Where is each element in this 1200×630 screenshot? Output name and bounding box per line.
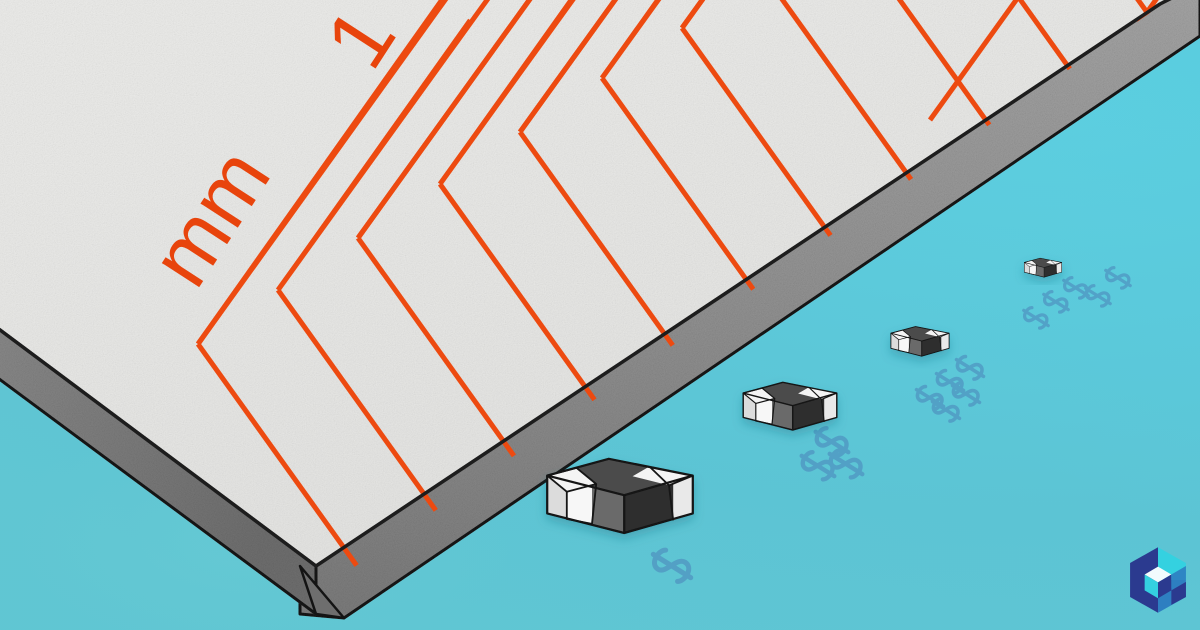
chip-component-layer bbox=[546, 257, 1063, 535]
tick-edge-a bbox=[927, 0, 1200, 122]
dollar-cluster-1 bbox=[648, 546, 696, 587]
chip-small bbox=[890, 326, 950, 357]
ruler-corner-cap bbox=[298, 564, 346, 620]
dollar-cluster-2 bbox=[797, 424, 867, 483]
ruler-tick-group-lower bbox=[195, 0, 1049, 346]
chip-tiny bbox=[1023, 257, 1063, 278]
tick-leg-0 bbox=[195, 342, 413, 584]
brand-logo[interactable] bbox=[1127, 546, 1189, 614]
dollar-sign-layer bbox=[648, 263, 1136, 587]
chip-large bbox=[546, 457, 694, 535]
chip-medium bbox=[742, 381, 838, 431]
ruler-face-outline bbox=[0, 0, 1172, 568]
dollar-cluster-3 bbox=[910, 351, 990, 427]
sourceability-cube-logo-icon bbox=[1130, 547, 1186, 613]
